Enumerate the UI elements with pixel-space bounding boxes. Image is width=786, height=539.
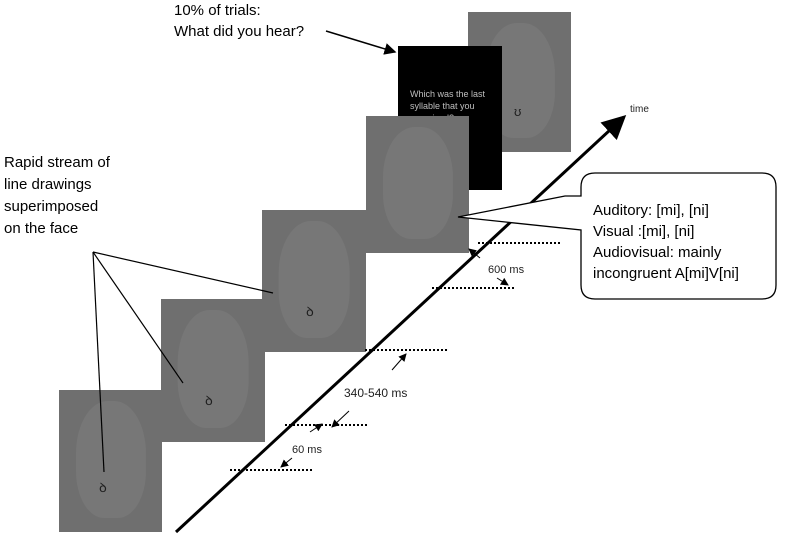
question-arrow — [325, 30, 397, 55]
question-trials-label: 10% of trials: What did you hear? — [174, 2, 305, 40]
face-frame-5 — [366, 116, 469, 253]
duration-arrow — [331, 410, 350, 428]
time-label: time — [630, 104, 649, 115]
duration-arrow — [280, 457, 293, 468]
line-drawing-icon: ꝺ — [306, 304, 314, 319]
duration-arrow — [468, 248, 481, 259]
duration-60: 60 ms — [292, 444, 322, 456]
time-axis — [174, 114, 627, 534]
duration-arrow — [309, 423, 323, 433]
duration-600: 600 ms — [488, 264, 525, 276]
conditions-label: Auditory: [mi], [ni] Visual :[mi], [ni] … — [593, 202, 739, 282]
stream-pointer — [92, 251, 105, 473]
duration-arrow — [496, 277, 509, 286]
duration-arrow — [391, 353, 407, 371]
stream-pointer — [92, 251, 274, 294]
stream-pointer — [92, 251, 184, 384]
line-drawing-icon: ꝺ — [205, 393, 213, 408]
face-image — [278, 221, 350, 338]
face-image — [177, 310, 249, 428]
line-drawing-icon: ʊ — [514, 104, 522, 119]
stream-label: Rapid stream of line drawings superimpos… — [4, 154, 110, 237]
face-image — [382, 126, 453, 240]
face-image — [75, 401, 146, 518]
line-drawing-icon: ꝺ — [99, 480, 107, 495]
duration-340-540: 340-540 ms — [344, 386, 408, 400]
face-frame-1: ꝺ — [59, 390, 162, 532]
face-frame-3: ꝺ — [161, 299, 265, 442]
face-frame-4: ꝺ — [262, 210, 366, 352]
conditions-callout — [457, 172, 777, 300]
